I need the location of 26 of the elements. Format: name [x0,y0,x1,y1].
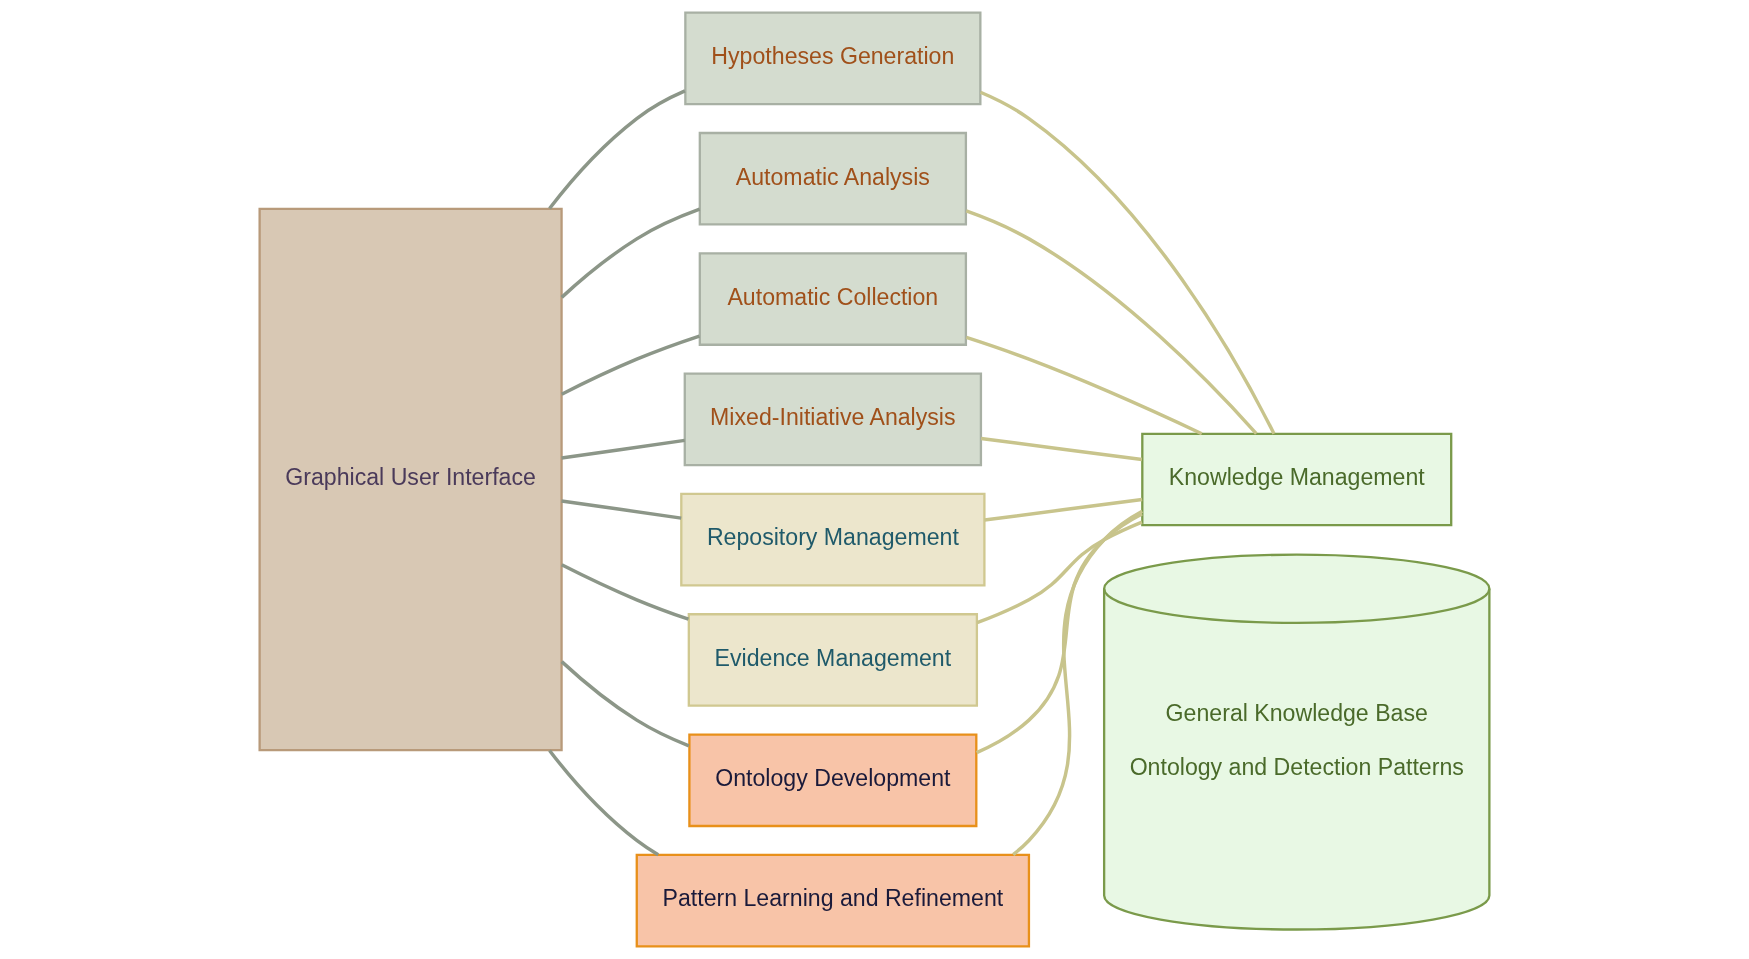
connector [965,335,1203,436]
node-box: Pattern Learning and Refinement [635,853,1031,948]
connector [561,499,682,520]
node-box: Ontology Development [688,733,978,828]
connector [560,660,690,748]
connector [560,334,700,396]
connector [965,209,1258,435]
connector [980,436,1143,462]
connector [979,90,1276,435]
node-box: Repository Management [680,492,986,587]
node-box: Evidence Management [687,613,979,707]
connector [560,563,689,621]
connector [560,207,701,299]
connector [975,512,1143,755]
connector [984,497,1143,522]
node-box: Knowledge Management [1141,432,1453,527]
connector [548,749,660,857]
connector [976,520,1143,625]
connector [561,438,685,460]
node-box: Automatic Collection [698,252,968,346]
node-box: Automatic Analysis [698,131,968,226]
node-box: Mixed-Initiative Analysis [683,372,983,467]
node-box: Graphical User Interface [258,207,563,752]
connector [548,89,686,210]
node-box: Hypotheses Generation [684,11,982,106]
connector [1012,509,1144,856]
